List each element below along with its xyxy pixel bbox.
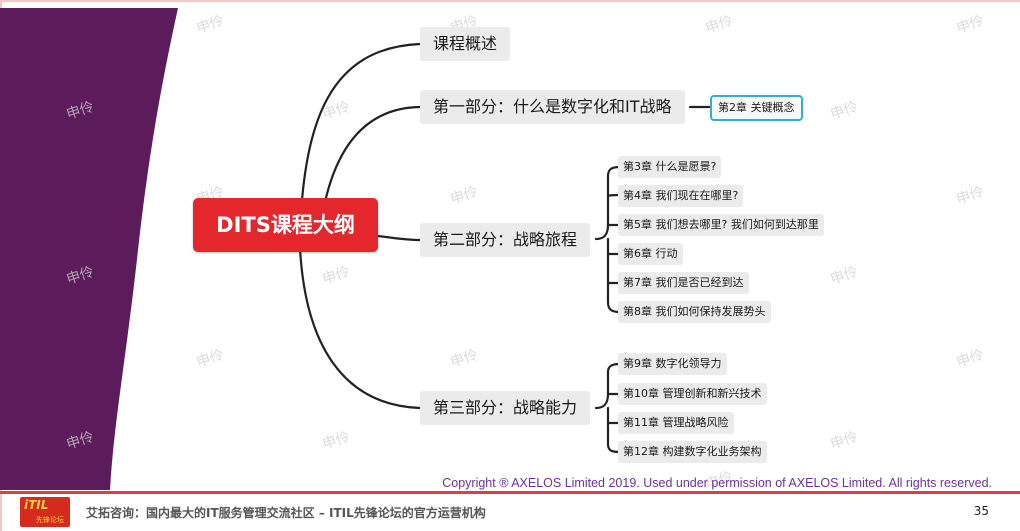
connector-overview [298, 42, 422, 232]
bracket-part2 [594, 165, 622, 314]
central-topic: DITS课程大纲 [193, 198, 378, 252]
connector-part2 [376, 234, 422, 242]
logo-text: iTIL [24, 498, 49, 512]
subtopic-chapter3: 第3章 什么是愿景? [618, 156, 722, 178]
subtopic-chapter5: 第5章 我们想去哪里? 我们如何到达那里 [618, 214, 824, 236]
topic-part2: 第二部分：战略旅程 [420, 223, 591, 257]
footer-text: 艾拓咨询：国内最大的IT服务管理交流社区 – ITIL先锋论坛的官方运营机构 [86, 506, 486, 520]
subtopic-chapter2: 第2章 关键概念 [710, 95, 803, 121]
topic-part1: 第一部分：什么是数字化和IT战略 [420, 90, 685, 124]
subtopic-chapter7: 第7章 我们是否已经到达 [618, 272, 749, 294]
subtopic-chapter11: 第11章 管理战略风险 [618, 412, 734, 434]
page-number: 35 [973, 504, 989, 518]
footer-divider [0, 491, 1020, 494]
subtopic-chapter8: 第8章 我们如何保持发展势头 [618, 301, 771, 323]
subtopic-chapter9: 第9章 数字化领导力 [618, 353, 727, 375]
subtopic-chapter4: 第4章 我们现在在哪里? [618, 185, 744, 207]
copyright-notice: Copyright ® AXELOS Limited 2019. Used un… [442, 476, 992, 490]
topic-overview: 课程概述 [420, 27, 511, 61]
logo-subtext: 先锋论坛 [36, 516, 64, 524]
subtopic-chapter6: 第6章 行动 [618, 243, 683, 265]
top-border [0, 0, 1020, 2]
sidebar-shape [0, 8, 178, 490]
subtopic-chapter12: 第12章 构建数字化业务架构 [618, 441, 767, 463]
bracket-part3 [594, 362, 622, 454]
subtopic-chapter10: 第10章 管理创新和新兴技术 [618, 383, 767, 405]
itil-logo: iTIL 先锋论坛 [20, 497, 70, 527]
topic-part3: 第三部分：战略能力 [420, 391, 591, 425]
connector-part3 [298, 246, 422, 410]
